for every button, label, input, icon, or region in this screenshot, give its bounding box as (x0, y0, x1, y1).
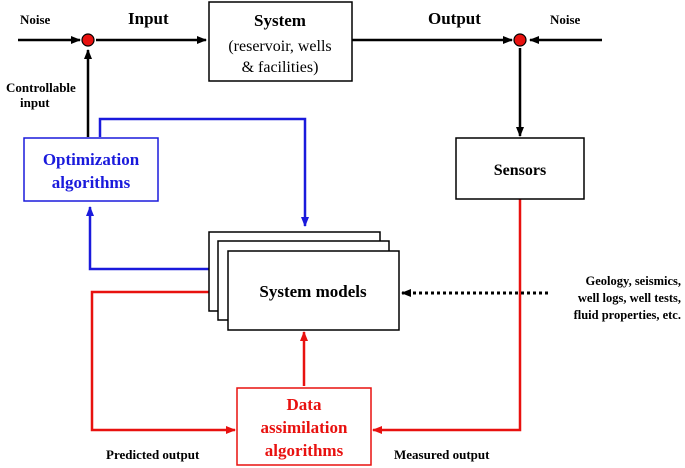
system-subtitle-line2: & facilities) (242, 59, 319, 76)
predicted-output-path (90, 290, 236, 434)
optimization-label-line1: Optimization (43, 150, 140, 169)
controllable-input-label-line2: input (20, 95, 50, 110)
data-assimilation-box (236, 387, 372, 466)
sensors-box (455, 137, 585, 200)
output-label: Output (428, 9, 481, 28)
system-model-card-front (227, 250, 400, 331)
noise-right-label: Noise (550, 12, 581, 27)
external-info-line1: Geology, seismics, (586, 274, 681, 288)
input-junction (81, 33, 95, 47)
data-assimilation-line3: algorithms (265, 441, 344, 460)
optimization-label-line2: algorithms (52, 173, 131, 192)
predicted-output-label: Predicted output (106, 447, 200, 462)
input-label: Input (128, 9, 169, 28)
noise-left-label: Noise (20, 12, 51, 27)
measured-output-path (372, 199, 522, 434)
data-assimilation-line2: assimilation (261, 418, 348, 437)
optimization-box (23, 137, 159, 202)
models-to-optimization-path (86, 206, 209, 271)
output-junction (513, 33, 527, 47)
system-models-stack (208, 231, 400, 331)
external-info-line3: fluid properties, etc. (574, 308, 681, 322)
optimization-to-models-path (98, 117, 309, 227)
system-subtitle-line1: (reservoir, wells (228, 38, 331, 55)
controllable-input-label-line1: Controllable (6, 80, 76, 95)
measured-output-label: Measured output (394, 447, 490, 462)
system-title: System (254, 11, 306, 30)
system-box (208, 1, 353, 82)
system-models-label: System models (259, 282, 367, 301)
data-assimilation-line1: Data (287, 395, 322, 414)
external-info-line2: well logs, well tests, (578, 291, 681, 305)
sensors-label: Sensors (494, 162, 546, 179)
